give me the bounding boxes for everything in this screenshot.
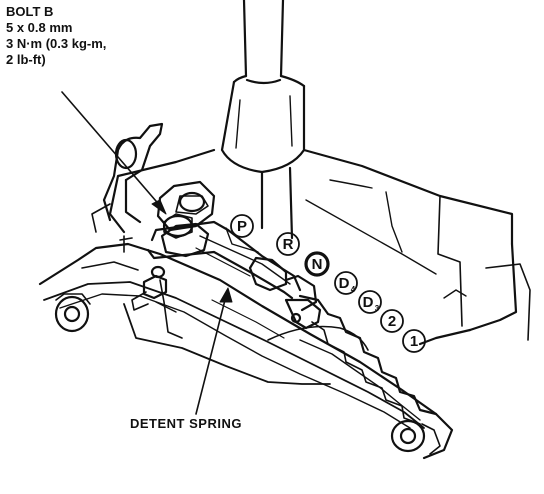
lever-pin <box>131 265 168 311</box>
bolt-b-arrowhead <box>151 199 167 215</box>
detent-spring-arrowhead <box>219 287 233 303</box>
detent-plate <box>298 294 438 425</box>
bolt-b-size: 5 x 0.8 mm <box>6 20 73 35</box>
bolt-b-torque-line1: 3 N·m (0.3 kg-m, <box>6 36 107 51</box>
left-bracket <box>91 122 164 253</box>
gear-sub-d4: 4 <box>351 285 356 294</box>
bolt-b-torque-line2: 2 lb-ft) <box>6 52 46 67</box>
gear-label-d4: D <box>339 275 350 292</box>
gear-label-2: 2 <box>388 313 396 330</box>
gear-position-labels: P R N D 4 D 3 2 1 <box>237 218 418 350</box>
gear-label-1: 1 <box>410 333 418 350</box>
pivot-bushing-left <box>54 293 91 333</box>
detent-spring <box>146 220 322 330</box>
gear-indicator-circles <box>230 214 426 353</box>
bolt-b <box>156 180 216 258</box>
shifter-housing <box>108 148 531 346</box>
gear-label-n: N <box>312 256 323 273</box>
gear-label-d3: D <box>363 294 374 311</box>
pivot-bushing-right <box>390 419 441 455</box>
detent-spring-label: DETENT SPRING <box>130 416 242 431</box>
gear-sub-d3: 3 <box>375 304 380 313</box>
shift-lever <box>220 0 306 240</box>
bolt-b-leader-line <box>61 91 163 209</box>
gear-label-r: R <box>283 236 294 253</box>
bolt-b-spec-label: BOLT B 5 x 0.8 mm 3 N·m (0.3 kg-m, 2 lb-… <box>6 4 106 68</box>
bolt-b-title: BOLT B <box>6 4 54 19</box>
gear-label-p: P <box>237 218 247 235</box>
detent-spring-leader-line <box>195 295 227 415</box>
lower-lever <box>38 242 454 460</box>
